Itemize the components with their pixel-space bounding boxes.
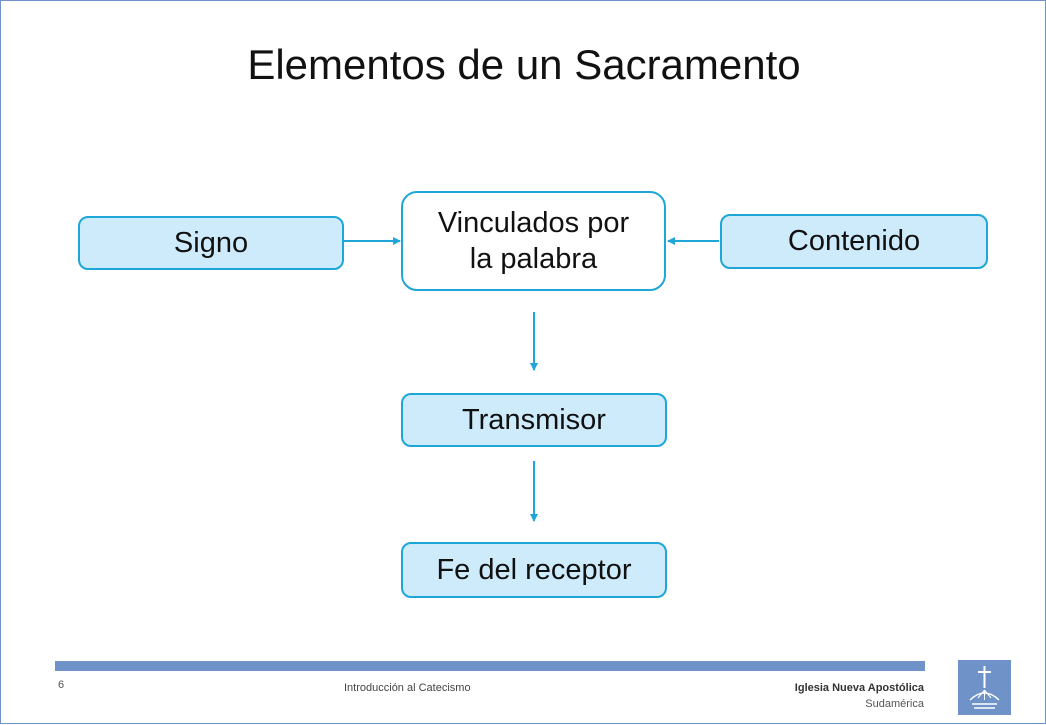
node-contenido-label: Contenido bbox=[787, 225, 921, 258]
node-signo-label: Signo bbox=[173, 226, 249, 259]
node-contenido: Contenido bbox=[720, 214, 988, 269]
node-fe-del-receptor: Fe del receptor bbox=[401, 542, 667, 598]
church-logo-icon bbox=[958, 660, 1011, 715]
node-vinculados-label: Vinculados por la palabra bbox=[438, 205, 629, 278]
org-name: Iglesia Nueva Apostólica bbox=[794, 682, 924, 694]
slide-title: Elementos de un Sacramento bbox=[247, 41, 801, 88]
org-region: Sudamérica bbox=[865, 698, 924, 710]
node-fe-label: Fe del receptor bbox=[436, 553, 632, 586]
page-number: 6 bbox=[58, 679, 65, 691]
footer-title: Introducción al Catecismo bbox=[344, 682, 471, 694]
node-signo: Signo bbox=[78, 216, 344, 270]
node-transmisor-label: Transmisor bbox=[462, 403, 606, 436]
node-vinculados-line-1: Vinculados por bbox=[437, 206, 630, 239]
node-transmisor: Transmisor bbox=[401, 393, 667, 447]
node-vinculados-line-2: la palabra bbox=[469, 243, 598, 275]
footer-bar bbox=[55, 661, 925, 671]
node-vinculados: Vinculados por la palabra bbox=[401, 191, 666, 291]
